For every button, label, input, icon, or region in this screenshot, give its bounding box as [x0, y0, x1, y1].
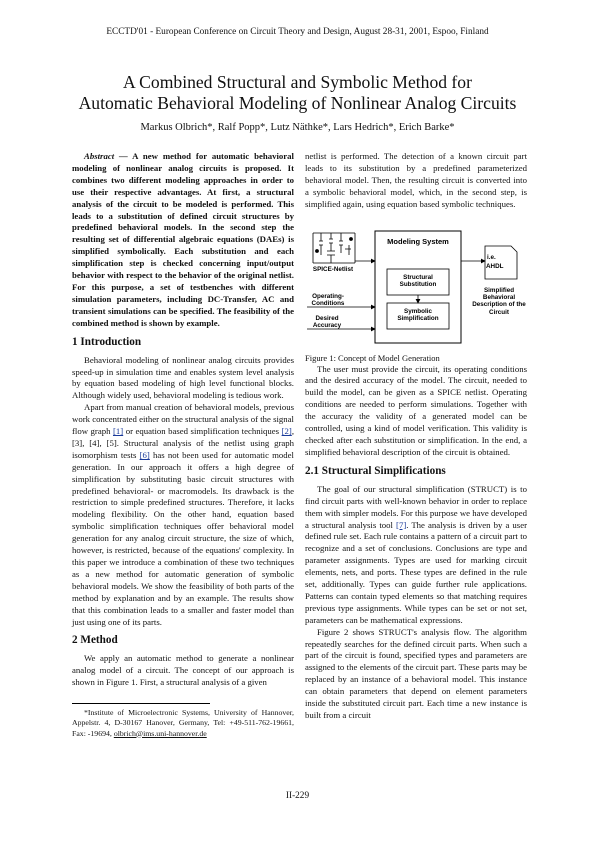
ahdl-document-icon: [484, 245, 518, 279]
right-column: netlist is performed. The detection of a…: [305, 151, 527, 722]
structural-paragraph-1: The goal of our structural simplificatio…: [305, 484, 527, 627]
structural-substitution-label: Structural Substitution: [399, 273, 437, 288]
modeling-system-box: [374, 230, 462, 344]
method-paragraph-1-continued: netlist is performed. The detection of a…: [305, 151, 527, 209]
footnote-rule: [72, 703, 210, 705]
citation-link-2[interactable]: [2]: [281, 426, 292, 437]
section-heading-structural-simplifications: 2.1 Structural Simplifications: [305, 464, 446, 477]
intro-text-c: , [3], [4], [5]. Structural analysis of …: [72, 426, 294, 460]
symbolic-simplification-label: Symbolic Simplification: [397, 307, 439, 322]
footnote-email-link[interactable]: olbrich@ims.uni-hannover.de: [113, 728, 207, 738]
section-heading-introduction: 1 Introduction: [72, 335, 142, 348]
intro-text-b: or equation based simplification techniq…: [123, 426, 282, 437]
page-number: II-229: [285, 791, 310, 801]
abstract-text: A new method for automatic behavioral mo…: [72, 151, 294, 328]
footnote: *Institute of Microelectronic Systems, U…: [72, 708, 294, 739]
method-paragraph-1: We apply an automatic method to generate…: [72, 653, 294, 688]
structural-text-a: The goal of our structural simplificatio…: [305, 483, 527, 530]
citation-link-6[interactable]: [6]: [139, 449, 150, 460]
citation-link-1[interactable]: [1]: [112, 426, 124, 437]
operating-conditions-label: Operating-Conditions: [311, 292, 345, 307]
abstract-label: Abstract —: [84, 151, 128, 161]
left-column: Abstract — A new method for automatic be…: [72, 151, 294, 739]
ahdl-label: AHDL: [486, 262, 504, 270]
citation-link-7[interactable]: [7]: [396, 519, 407, 530]
figure-1: Modeling System SPICE-Netlist Structural…: [305, 221, 527, 347]
modeling-system-label: Modeling System: [387, 236, 449, 246]
paper-title: A Combined Structural and Symbolic Metho…: [40, 72, 555, 114]
structural-paragraph-2: Figure 2 shows STRUCT's analysis flow. T…: [305, 626, 527, 720]
ie-label: i.e.: [487, 253, 496, 261]
title-line-2: Automatic Behavioral Modeling of Nonline…: [78, 93, 517, 113]
simplified-description-label: Simplified Behavioral Description of the…: [472, 286, 526, 316]
structural-text-b: . The analysis is driven by a user defin…: [305, 519, 527, 625]
intro-text-d: has not been used for automatic model ge…: [72, 449, 294, 627]
footnote-text: *Institute of Microelectronic Systems, U…: [72, 708, 294, 738]
schematic-icon: [312, 232, 356, 263]
desired-accuracy-label: Desired Accuracy: [312, 314, 342, 329]
abstract: Abstract — A new method for automatic be…: [72, 151, 294, 330]
intro-paragraph-2: Apart from manual creation of behavioral…: [72, 402, 294, 628]
concept-diagram: [307, 230, 518, 344]
running-head: ECCTD'01 - European Conference on Circui…: [106, 27, 489, 37]
figure-1-caption: Figure 1: Concept of Model Generation: [305, 352, 440, 363]
intro-paragraph-1: Behavioral modeling of nonlinear analog …: [72, 354, 294, 401]
spice-netlist-label: SPICE-Netlist: [312, 265, 354, 273]
method-paragraph-2: The user must provide the circuit, its o…: [305, 363, 527, 457]
section-heading-method: 2 Method: [72, 634, 118, 647]
intro-text-a: Apart from manual creation of behavioral…: [72, 402, 294, 437]
author-list: Markus Olbrich*, Ralf Popp*, Lutz Näthke…: [140, 122, 455, 133]
title-line-1: A Combined Structural and Symbolic Metho…: [123, 72, 472, 92]
